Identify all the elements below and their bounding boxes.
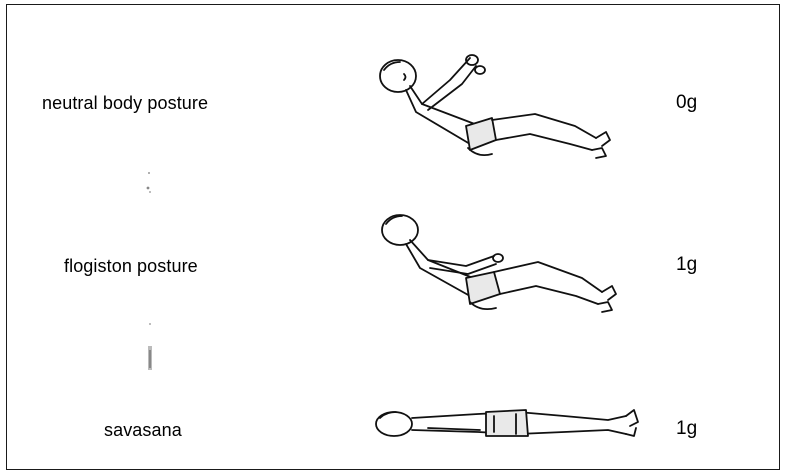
reclined-figure xyxy=(370,200,640,330)
gravity-label-neutral: 0g xyxy=(676,92,697,114)
speckle-mark xyxy=(146,322,154,372)
gravity-label-flogiston: 1g xyxy=(676,254,697,276)
speckle-mark xyxy=(146,170,152,200)
posture-label-flogiston: flogiston posture xyxy=(64,256,198,277)
neutral-float-figure xyxy=(370,40,640,180)
posture-label-neutral: neutral body posture xyxy=(42,93,208,114)
posture-label-savasana: savasana xyxy=(104,420,182,441)
supine-figure xyxy=(368,398,648,448)
gravity-label-savasana: 1g xyxy=(676,418,697,440)
